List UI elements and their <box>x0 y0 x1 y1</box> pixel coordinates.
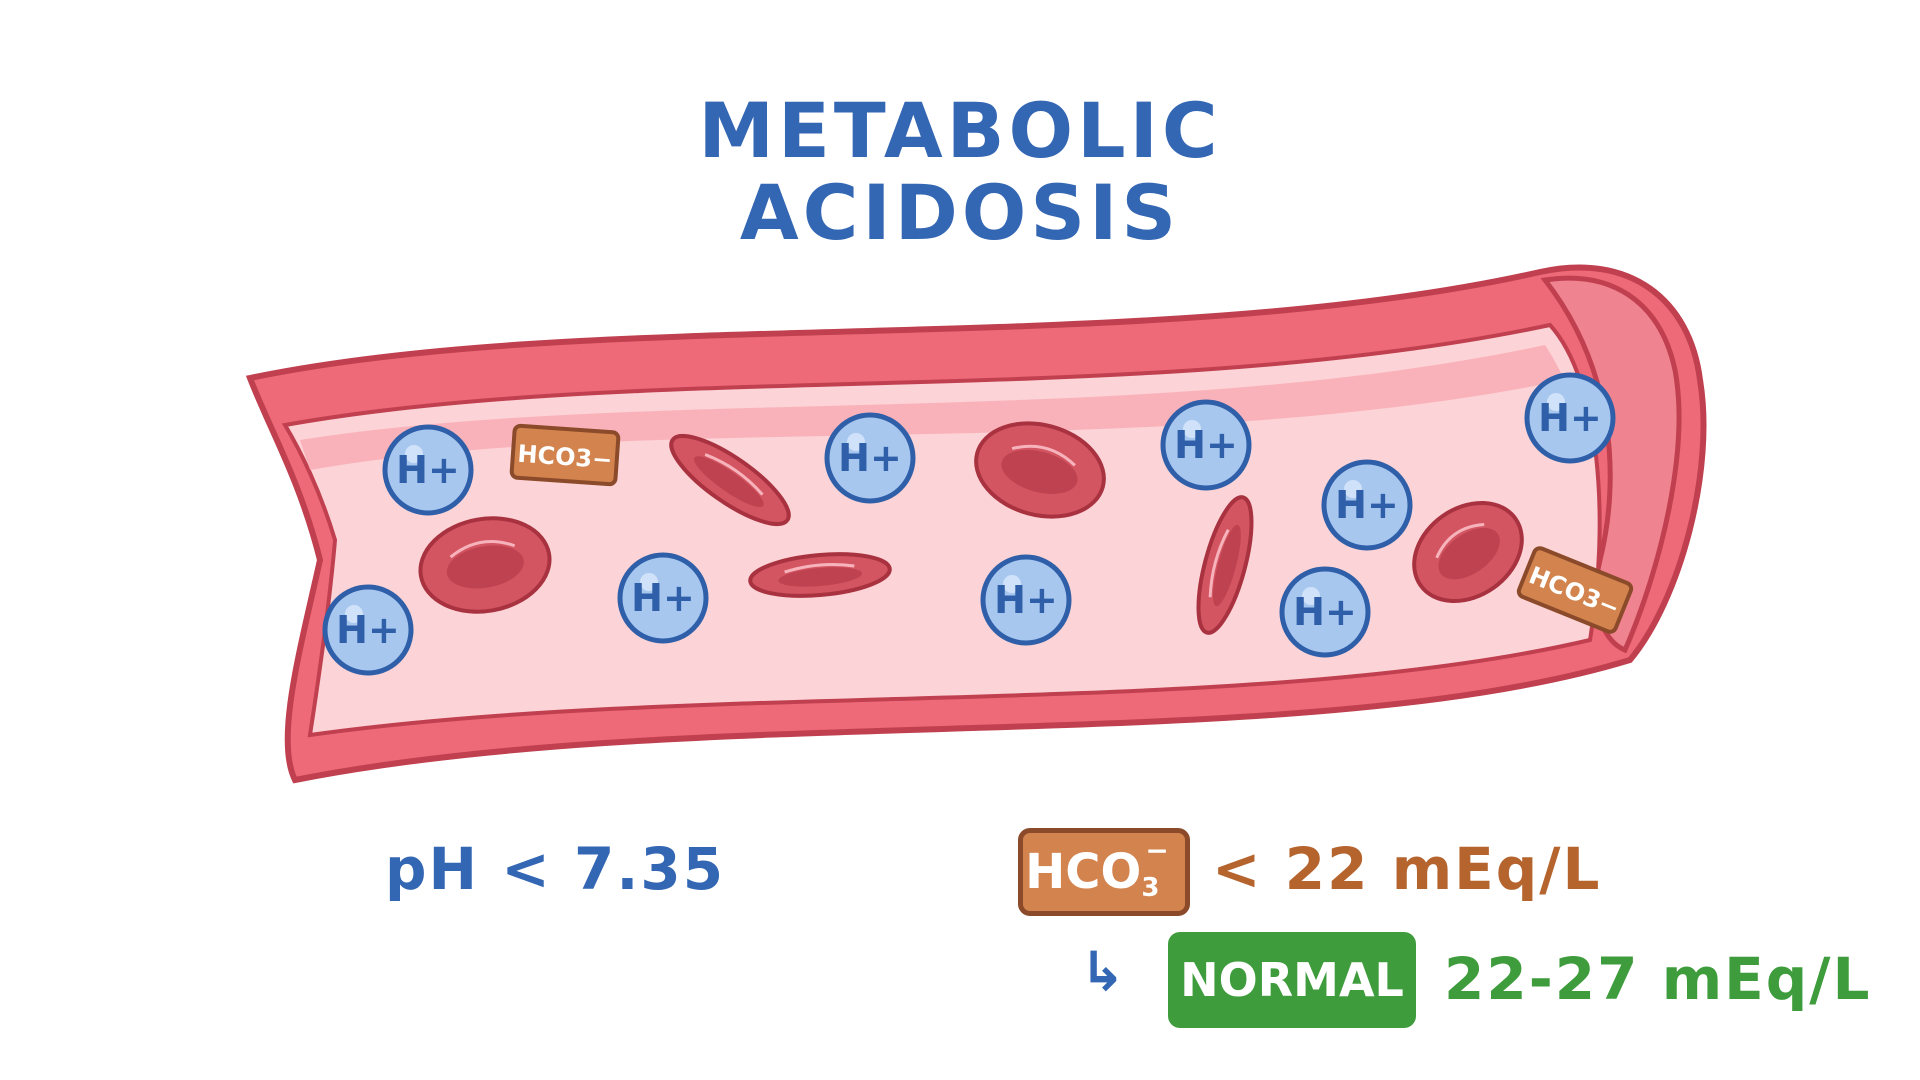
h-ion: H+ <box>1524 372 1616 464</box>
h-ion: H+ <box>1160 399 1252 491</box>
h-ion: H+ <box>382 424 474 516</box>
h-ion-label: H+ <box>336 608 400 652</box>
normal-badge: NORMAL <box>1168 932 1416 1028</box>
h-ion-label: H+ <box>1174 423 1238 467</box>
red-blood-cell <box>1412 500 1524 604</box>
h-ion-label: H+ <box>994 578 1058 622</box>
hco3-badge: HCO 3 − <box>1018 828 1190 916</box>
hco3-badge-text: HCO <box>1025 844 1142 900</box>
hco3-threshold: < 22 mEq/L <box>1212 835 1602 903</box>
h-ion-label: H+ <box>1293 590 1357 634</box>
red-blood-cells <box>418 421 1524 635</box>
hydrogen-ions: H+ H+ H+ H+ H+ H+ H+ H+ H+ <box>322 372 1616 676</box>
red-blood-cell <box>669 433 791 527</box>
red-blood-cell <box>974 421 1106 519</box>
ph-label: pH < 7.35 <box>385 835 726 903</box>
h-ion-label: H+ <box>396 448 460 492</box>
hco3-particle: HCO3− <box>509 423 621 487</box>
red-blood-cell <box>748 552 892 598</box>
arrow-icon: ↳ <box>1080 940 1126 1003</box>
red-blood-cell <box>1196 495 1254 635</box>
h-ion-label: H+ <box>838 436 902 480</box>
h-ion: H+ <box>980 554 1072 646</box>
normal-range: 22-27 mEq/L <box>1444 945 1872 1013</box>
hco3-badge-superscript: − <box>1145 833 1169 867</box>
h-ion: H+ <box>617 552 709 644</box>
h-ion-label: H+ <box>631 576 695 620</box>
h-ion-label: H+ <box>1335 483 1399 527</box>
red-blood-cell <box>418 516 552 614</box>
h-ion-label: H+ <box>1538 396 1602 440</box>
hco3-badge-subscript: 3 <box>1141 873 1160 903</box>
vessel-opening <box>1540 275 1682 654</box>
bicarbonate-particles: HCO3−HCO3− <box>509 423 1634 634</box>
h-ion: H+ <box>824 412 916 504</box>
title-line-1: METABOLIC <box>698 86 1222 175</box>
page-title: METABOLIC ACIDOSIS <box>0 90 1920 254</box>
h-ion: H+ <box>1279 566 1371 658</box>
title-line-2: ACIDOSIS <box>739 168 1181 257</box>
h-ion: H+ <box>1321 459 1413 551</box>
h-ion: H+ <box>322 584 414 676</box>
hco3-particle-label: HCO3− <box>517 440 614 475</box>
